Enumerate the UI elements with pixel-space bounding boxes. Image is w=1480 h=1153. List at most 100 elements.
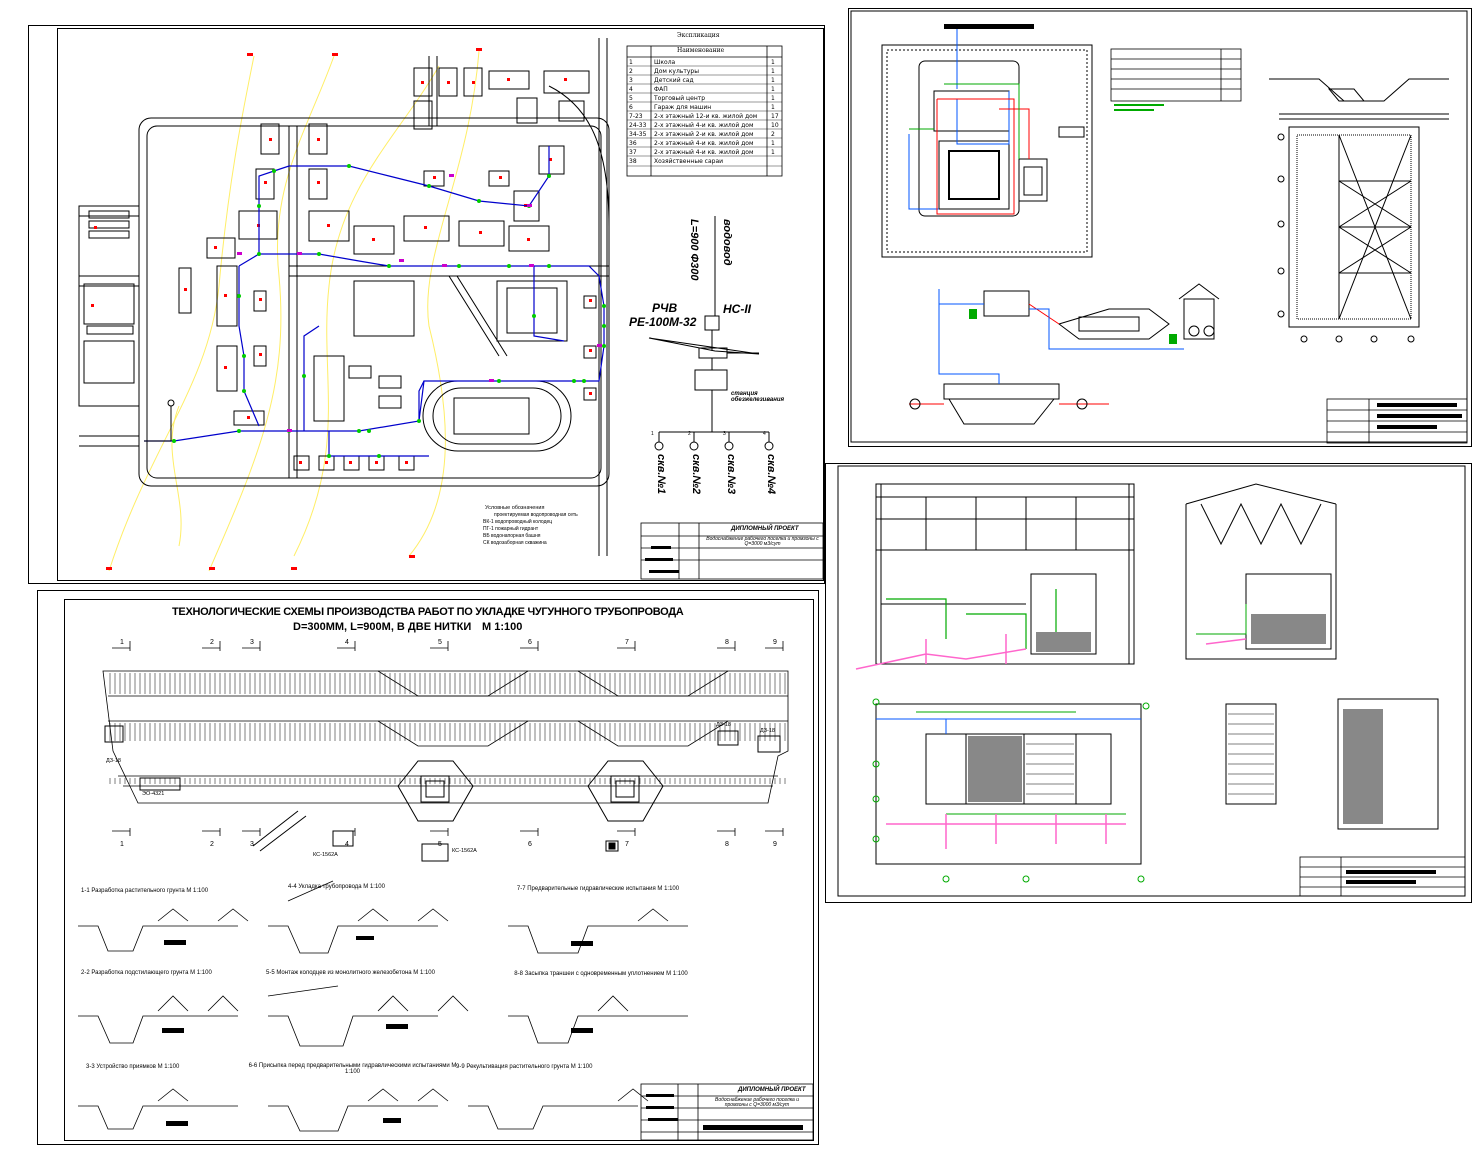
explication-row-num: 1 (629, 59, 633, 66)
well-label-4: скв.№4 (765, 454, 777, 495)
valve-label: НС-II (723, 302, 751, 316)
stamp-subject: Водоснабжение рабочего поселка и промзон… (706, 536, 819, 547)
explication-row-name: 2-х этажный 4-и кв. жилой дом (654, 149, 754, 156)
well-label-1: скв.№1 (655, 454, 667, 495)
building-drawing (837, 465, 1466, 897)
explication-row-qty: 1 (771, 59, 775, 66)
explication-row-num: 7-23 (629, 113, 643, 120)
rchv-spec: РЕ-100М-32 (629, 315, 697, 329)
explication-row-qty: 1 (771, 140, 775, 147)
explication-row-name: 2-х этажный 4-и кв. жилой дом (654, 140, 754, 147)
explication-row-name: Дом культуры (654, 68, 699, 75)
explication-row-num: 38 (629, 158, 637, 165)
explication-row-name: Торговый центр (654, 95, 706, 102)
section-caption-3: 3-3 Устройство приямков М 1:100 (86, 1064, 180, 1070)
axis-label-bottom: 4 (345, 841, 349, 848)
legend-line-5: СК водозаборная скважина (483, 540, 547, 546)
legend-line-1: проектируемая водопроводная сеть (494, 512, 578, 518)
pipe-spec: L=900 Ф300 (688, 219, 700, 281)
explication-row-num: 37 (629, 149, 637, 156)
explication-row-num: 36 (629, 140, 637, 147)
section-caption-7: 7-7 Предварительные гидравлические испыт… (516, 886, 680, 892)
explication-row-qty: 1 (771, 104, 775, 111)
axis-label-bottom: 5 (438, 841, 442, 848)
axis-label-top: 3 (250, 639, 254, 646)
explication-row-num: 2 (629, 68, 633, 75)
axis-label-bottom: 7 (625, 841, 629, 848)
axis-label-top: 8 (725, 639, 729, 646)
explication-row-num: 6 (629, 104, 633, 111)
sheet-frame (64, 599, 814, 1141)
crane-label-2: КС-1562А (452, 848, 477, 854)
axis-label-top: 2 (210, 639, 214, 646)
scheme-title-scale: М 1:100 (482, 621, 523, 633)
station-label: станция обезжелезивания (731, 391, 785, 403)
explication-row-qty: 1 (771, 77, 775, 84)
explication-row-num: 5 (629, 95, 633, 102)
section-caption-1: 1-1 Разработка растительного грунта М 1:… (81, 888, 209, 894)
sheet-technology-schemes: ТЕХНОЛОГИЧЕСКИЕ СХЕМЫ ПРОИЗВОДСТВА РАБОТ… (37, 590, 819, 1145)
legend-line-3: ПГ-1 пожарный гидрант (483, 526, 539, 532)
legend-line-2: ВК-1 водопроводный колодец (483, 519, 553, 525)
sheet-frame (57, 28, 824, 581)
stamp-subject: Водоснабжение рабочего поселка и промзон… (714, 1097, 800, 1108)
legend-line-4: ВБ водонапорная башня (483, 533, 541, 539)
sheet-treatment-station (848, 8, 1472, 447)
scheme-title-line2: D=300ММ, L=900М, В ДВЕ НИТКИ (293, 621, 472, 633)
general-plan-drawing (78, 38, 824, 580)
well-label-2: скв.№2 (690, 454, 702, 495)
scheme-title-line1: ТЕХНОЛОГИЧЕСКИЕ СХЕМЫ ПРОИЗВОДСТВА РАБОТ… (172, 606, 684, 618)
axis-label-top: 6 (528, 639, 532, 646)
axis-label-bottom: 6 (528, 841, 532, 848)
explication-title: Экспликация (677, 32, 720, 39)
explication-row-name: Школа (654, 59, 676, 66)
pipeline-work-plan (78, 641, 814, 1141)
well-number-1: 1 (651, 431, 654, 437)
section-caption-4: 4-4 Укладка трубопровода М 1:100 (288, 884, 385, 890)
section-caption-6: 6-6 Присыпка перед предварительными гидр… (248, 1063, 457, 1075)
axis-label-bottom: 9 (773, 841, 777, 848)
explication-row-name: 2-х этажный 12-и кв. жилой дом (654, 113, 758, 120)
explication-row-name: 2-х этажный 4-и кв. жилой дом (654, 122, 754, 129)
explication-row-name: ФАП (654, 86, 668, 93)
sheet-building-plan (825, 463, 1472, 903)
crane-label-1: КС-1562А (313, 852, 338, 858)
section-caption-9: 9-9 Рекультивация растительного грунта М… (456, 1064, 593, 1070)
sheet-general-plan: Экспликация Наименование 1 Школа 1 2 Дом кул… (28, 25, 825, 584)
well-number-4: 4 (763, 431, 766, 437)
axis-label-top: 1 (120, 639, 124, 646)
crane-label-3: ДЗ-18 (106, 758, 121, 764)
explication-row-qty: 1 (771, 68, 775, 75)
axis-label-bottom: 8 (725, 841, 729, 848)
well-number-2: 2 (688, 431, 691, 437)
explication-row-qty: 10 (771, 122, 779, 129)
axis-label-bottom: 1 (120, 841, 124, 848)
stamp-title: ДИПЛОМНЫЙ ПРОЕКТ (731, 526, 799, 532)
crane-label-5: ДЗ-18 (760, 728, 775, 734)
well-label-3: скв.№3 (725, 454, 737, 495)
explication-row-name: Хозяйственные сараи (654, 158, 724, 165)
explication-row-num: 34-35 (629, 131, 647, 138)
explication-row-qty: 1 (771, 95, 775, 102)
legend-title: Условные обозначения (485, 505, 545, 511)
explication-row-num: 4 (629, 86, 633, 93)
axis-label-bottom: 2 (210, 841, 214, 848)
explication-row-qty: 1 (771, 149, 775, 156)
explication-row-name: 2-х этажный 2-и кв. жилой дом (654, 131, 754, 138)
explication-row-num: 24-33 (629, 122, 647, 129)
well-number-3: 3 (723, 431, 726, 437)
crane-label-4: ДЗ-18 (716, 722, 731, 728)
section-caption-2: 2-2 Разработка подстилающего грунта М 1:… (81, 970, 212, 976)
axis-label-top: 9 (773, 639, 777, 646)
explication-row-num: 3 (629, 77, 633, 84)
treatment-station-drawing (850, 10, 1468, 444)
explication-row-qty: 17 (771, 113, 779, 120)
crane-label-6: ЭО-4321 (142, 791, 165, 797)
axis-label-bottom: 3 (250, 841, 254, 848)
explication-row-name: Гараж для машин (654, 104, 712, 111)
axis-label-top: 4 (345, 639, 349, 646)
rchv-label: РЧВ (652, 301, 678, 315)
pipe-label: водовод (721, 219, 733, 266)
explication-header: Наименование (677, 47, 725, 54)
explication-row-qty: 1 (771, 86, 775, 93)
